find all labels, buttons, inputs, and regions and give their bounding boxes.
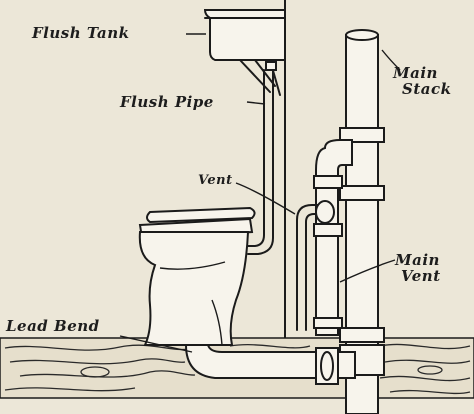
label-flush-pipe: Flush Pipe [120, 93, 214, 111]
label-flush-tank: Flush Tank [32, 24, 130, 42]
lead-bend-pipe [184, 344, 356, 385]
label-main-stack-line1: Main [393, 64, 438, 82]
label-vent: Vent [198, 173, 233, 188]
flush-pipe [247, 69, 274, 255]
toilet [138, 206, 256, 346]
vent-pipe [296, 200, 335, 331]
label-main-vent-line2: Vent [401, 267, 441, 285]
main-vent [313, 139, 353, 336]
label-lead-bend: Lead Bend [6, 317, 100, 335]
label-main-stack-line2: Stack [402, 80, 452, 98]
leader-lines [119, 33, 401, 353]
label-main-vent-line1: Main [395, 251, 440, 269]
main-stack [339, 29, 385, 414]
